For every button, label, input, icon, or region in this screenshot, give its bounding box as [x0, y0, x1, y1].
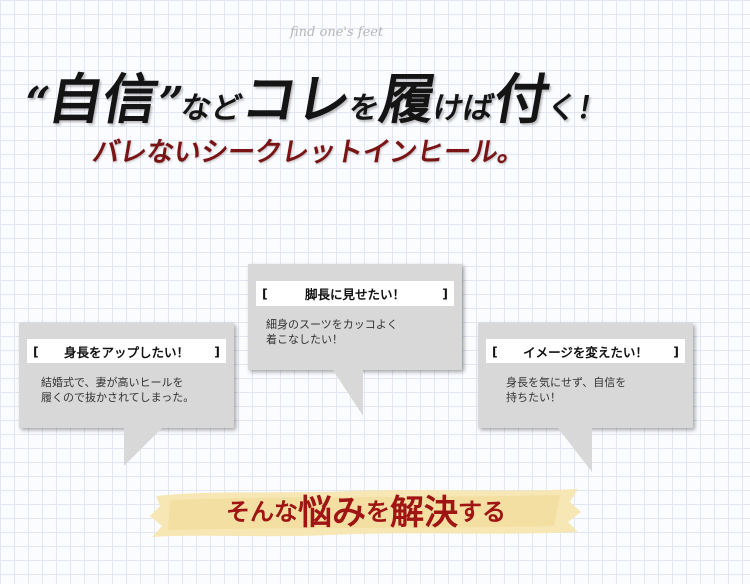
bracket-close: ]: [673, 343, 679, 359]
bracket-open: [: [492, 343, 498, 359]
headline: “自信”などコレを履けば付く！: [18, 55, 750, 134]
bracket-close: ]: [442, 286, 448, 301]
headline-part-6: けば: [430, 91, 497, 126]
bubble-title-box: [ イメージを変えたい！ ]: [486, 339, 685, 363]
bracket-open: [: [33, 343, 39, 359]
bracket-open: [: [262, 286, 268, 301]
bubble-title: 身長をアップしたい！: [63, 344, 189, 360]
bubble-tail: [124, 428, 162, 466]
speech-bubble-long-legs: [ 脚長に見せたい！ ] 細身のスーツをカッコよく 着こなしたい！: [248, 264, 462, 416]
subheading: バレないシークレットインヒール。: [90, 137, 528, 168]
bubble-body: 結婚式で、妻が高いヒールを 履くので抜かされてしまった。: [41, 376, 195, 404]
headline-word-confidence: 自信: [43, 67, 164, 131]
bubble-title-box: [ 身長をアップしたい！ ]: [27, 339, 226, 363]
slogan-part-3: を: [366, 496, 390, 526]
solve-worries-slogan: そんな悩みを解決する: [150, 480, 582, 538]
speech-bubble-change-image: [ イメージを変えたい！ ] 身長を気にせず、自信を 持ちたい！: [478, 323, 693, 472]
headline-part-8: く！: [544, 91, 611, 126]
bubble-title: イメージを変えたい！: [523, 344, 648, 360]
bubble-title: 脚長に見せたい！: [304, 287, 405, 302]
bubble-body: 細身のスーツをカッコよく 着こなしたい！: [266, 318, 398, 346]
bubble-body: 身長を気にせず、自信を 持ちたい！: [506, 376, 627, 404]
slogan-part-5: する: [458, 496, 506, 526]
bubble-tail: [558, 428, 592, 472]
bubble-tail: [333, 370, 363, 416]
headline-part-2: など: [178, 91, 245, 126]
bracket-close: ]: [214, 343, 220, 359]
slogan-part-1: そんな: [226, 496, 298, 526]
slogan-part-4: 解決: [390, 492, 458, 533]
speech-bubble-height-up: [ 身長をアップしたい！ ] 結婚式で、妻が高いヒールを 履くので抜かされてしま…: [19, 323, 234, 466]
tagline: find one's feet: [290, 25, 384, 40]
headline-part-3: コレ: [237, 67, 357, 131]
slogan-part-2: 悩み: [298, 492, 366, 533]
brush-stroke-background: [150, 489, 581, 537]
bubble-title-box: [ 脚長に見せたい！ ]: [256, 281, 454, 306]
